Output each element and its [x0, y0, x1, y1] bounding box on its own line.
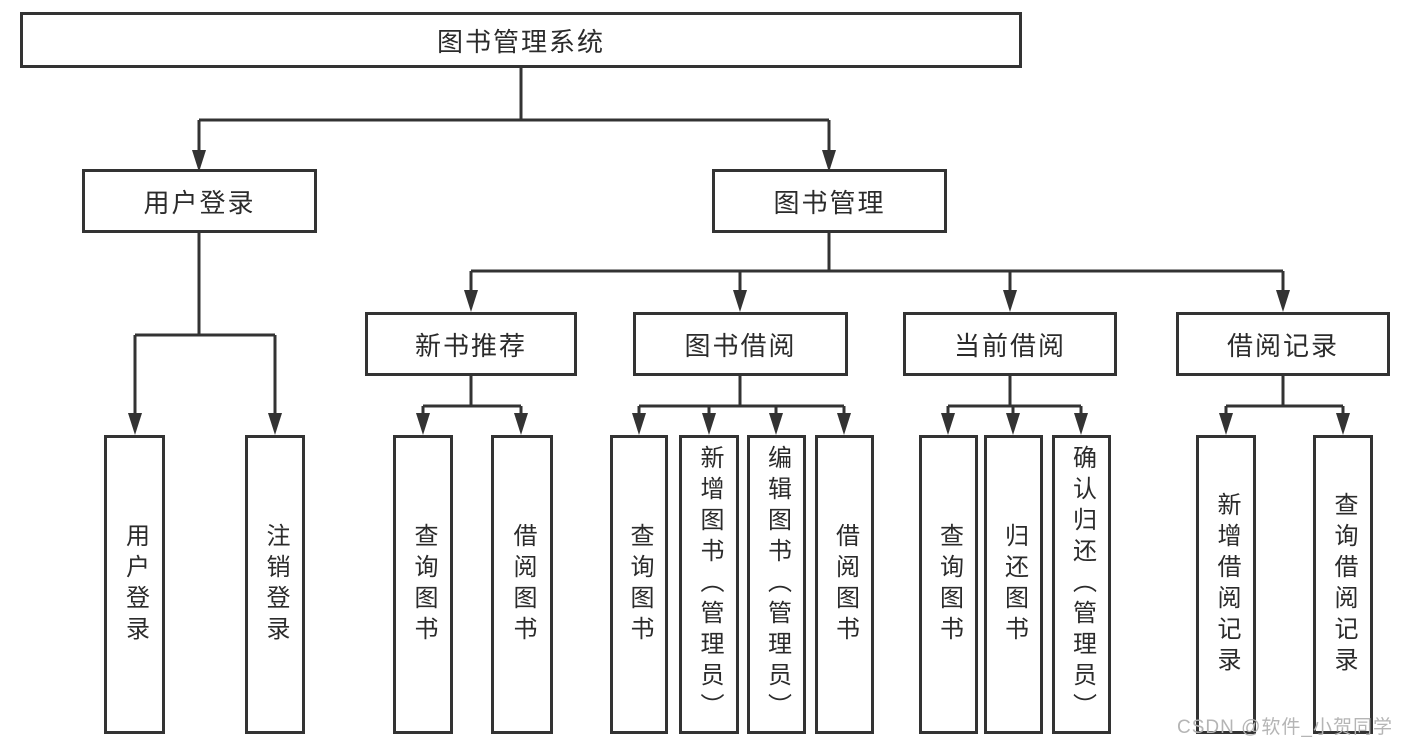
node-book-management: 图书管理 — [712, 169, 947, 233]
node-label: 图书借阅 — [684, 330, 797, 361]
leaf-borrow-books: 借阅图书 — [815, 435, 874, 734]
node-label: 注销登录 — [262, 522, 289, 647]
leaf-logout-login: 注销登录 — [245, 435, 305, 734]
node-borrow-records: 借阅记录 — [1176, 312, 1390, 376]
node-label: 确认归还（管理员） — [1068, 445, 1096, 724]
connector-book-management-to-level3 — [464, 231, 1290, 312]
leaf-edit-books-admin: 编辑图书（管理员） — [747, 435, 806, 734]
leaf-borrow-books-recommend: 借阅图书 — [491, 435, 553, 734]
connector-new-book-recommend-to-leaves — [416, 373, 528, 435]
node-label: 用户登录 — [143, 187, 256, 218]
node-new-book-recommend: 新书推荐 — [365, 312, 577, 376]
node-label: 查询借阅记录 — [1330, 491, 1357, 678]
node-label: 查询图书 — [410, 522, 437, 647]
node-user-login: 用户登录 — [82, 169, 317, 233]
node-book-borrow: 图书借阅 — [633, 312, 848, 376]
node-label: 借阅记录 — [1226, 330, 1339, 361]
node-label: 当前借阅 — [953, 330, 1066, 361]
node-label: 归还图书 — [1000, 522, 1028, 647]
connector-book-borrow-to-leaves — [632, 373, 851, 435]
leaf-confirm-return-admin: 确认归还（管理员） — [1052, 435, 1111, 734]
node-label: 查询图书 — [935, 522, 963, 647]
leaf-return-books: 归还图书 — [984, 435, 1043, 734]
connector-borrow-records-to-leaves — [1219, 373, 1350, 435]
leaf-query-books-current: 查询图书 — [919, 435, 978, 734]
leaf-add-books-admin: 新增图书（管理员） — [679, 435, 739, 734]
node-label: 借阅图书 — [831, 522, 859, 647]
node-label: 图书管理 — [773, 187, 886, 218]
connector-current-borrow-to-leaves — [941, 373, 1088, 435]
node-label: 新增图书（管理员） — [696, 445, 723, 724]
node-label: 图书管理系统 — [436, 26, 605, 57]
connector-user-login-to-leaves — [128, 231, 282, 435]
node-label: 借阅图书 — [509, 522, 536, 647]
node-label: 查询图书 — [626, 522, 653, 647]
connector-root-to-level2 — [192, 66, 836, 172]
leaf-user-login: 用户登录 — [104, 435, 165, 734]
node-library-management-system: 图书管理系统 — [20, 12, 1022, 68]
node-label: 用户登录 — [121, 522, 149, 647]
node-current-borrow: 当前借阅 — [903, 312, 1117, 376]
leaf-add-borrow-record: 新增借阅记录 — [1196, 435, 1256, 734]
node-label: 新增借阅记录 — [1213, 491, 1240, 678]
leaf-query-books-recommend: 查询图书 — [393, 435, 453, 734]
leaf-query-books-borrow: 查询图书 — [610, 435, 668, 734]
node-label: 编辑图书（管理员） — [763, 445, 791, 724]
node-label: 新书推荐 — [414, 330, 527, 361]
leaf-query-borrow-record: 查询借阅记录 — [1313, 435, 1373, 734]
csdn-watermark: CSDN @软件_小贺同学 — [1177, 717, 1393, 738]
